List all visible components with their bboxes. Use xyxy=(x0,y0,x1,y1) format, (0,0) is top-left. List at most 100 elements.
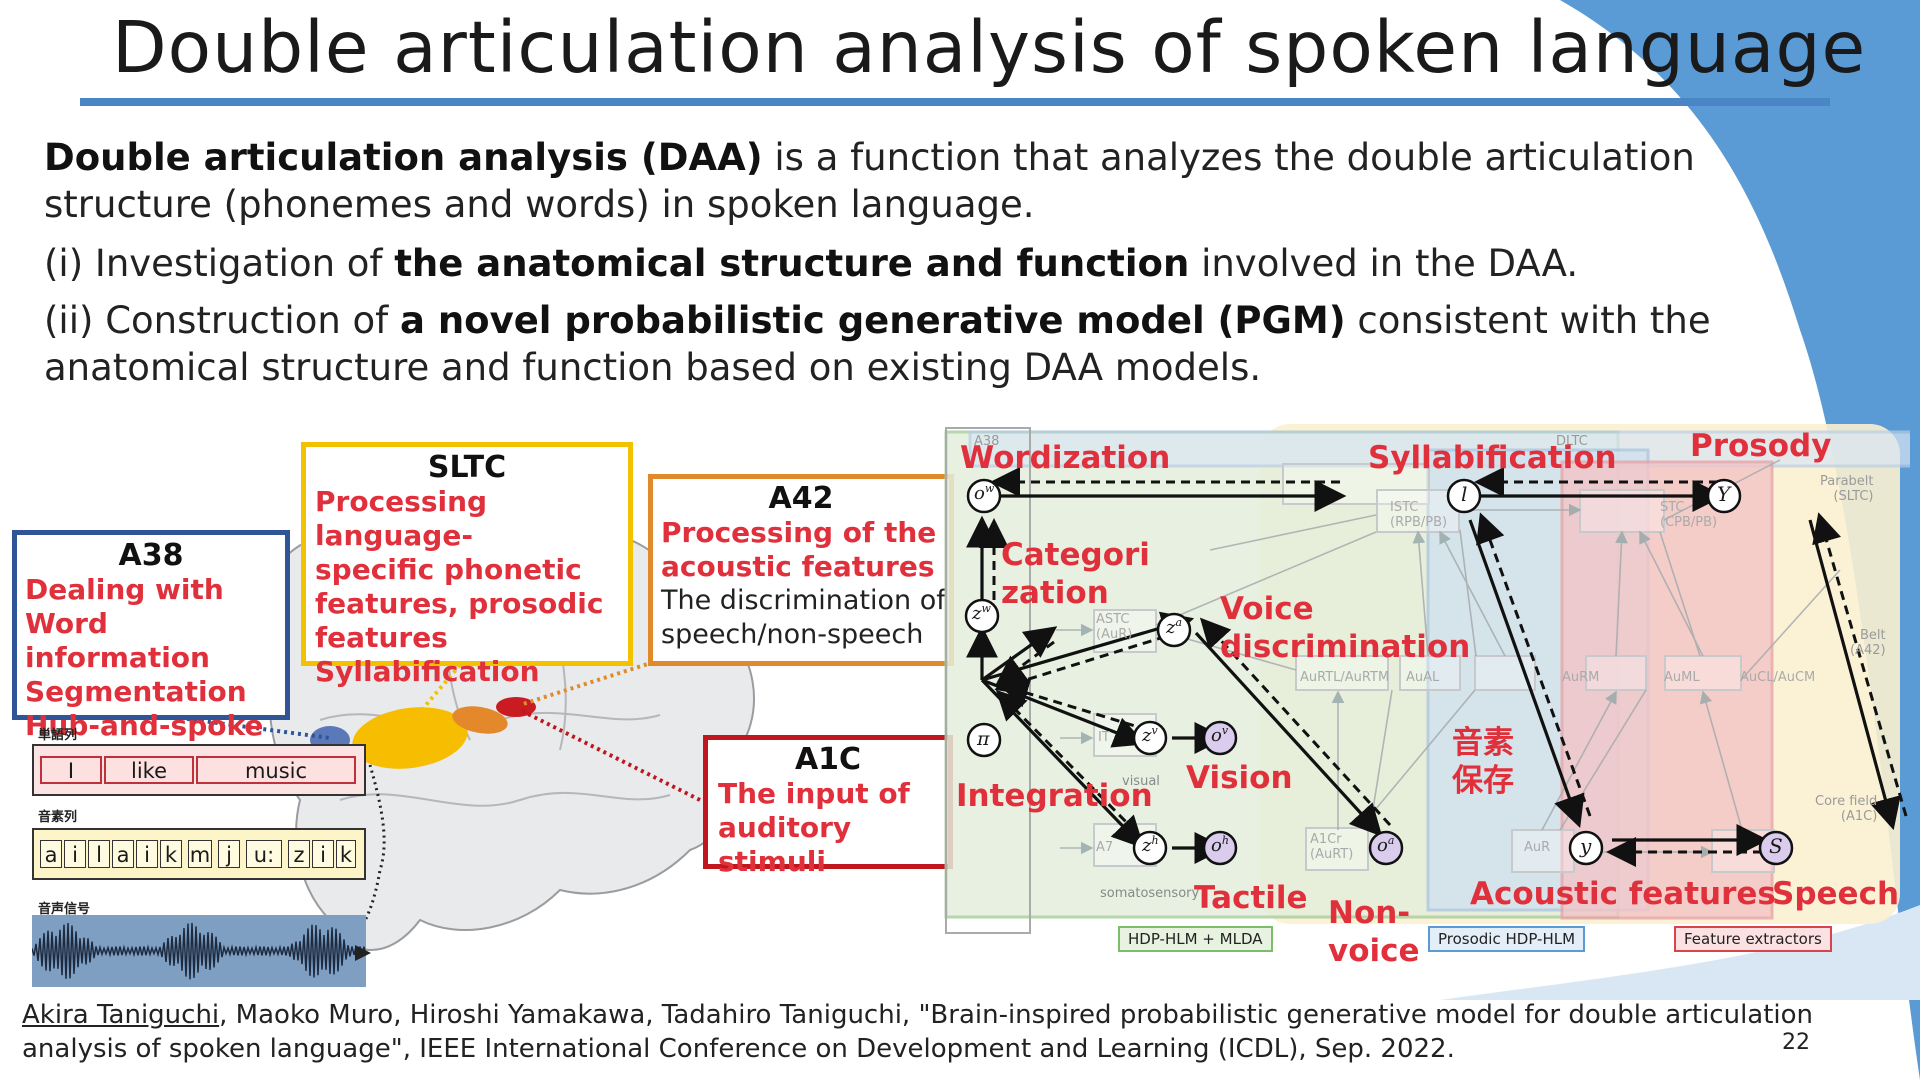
region-a42 xyxy=(452,706,508,734)
label-line: Categori xyxy=(1001,537,1150,573)
signal-arrow-icon xyxy=(355,945,371,961)
phoneme-cell: l xyxy=(88,840,110,868)
node-zh-label: zh xyxy=(1142,834,1159,856)
speech-waveform xyxy=(32,915,366,987)
objective-1-suffix: involved in the DAA. xyxy=(1189,242,1579,285)
phoneme-cell: a xyxy=(40,840,62,868)
a42-line: speech/non-speech xyxy=(661,619,924,650)
node-symbol: o xyxy=(974,483,985,504)
faint-label-line: (AuRT) xyxy=(1310,847,1354,862)
corner-swoosh xyxy=(1560,0,1920,1080)
node-superscript: w xyxy=(984,482,995,495)
faint-label-aurtl: AuRTL/AuRTM xyxy=(1300,670,1390,685)
box-sltc: SLTC Processing language- specific phone… xyxy=(301,442,633,688)
anatomy-box xyxy=(1399,655,1461,691)
anatomy-box xyxy=(1282,463,1430,505)
faint-label-line: Parabelt xyxy=(1820,474,1874,489)
objective-2-suffix: consistent with the anatomical structure… xyxy=(44,299,1711,389)
node-superscript: a xyxy=(1175,616,1183,629)
node-Y-label: Y xyxy=(1717,482,1731,506)
faint-label-visual: visual xyxy=(1122,774,1160,789)
box-a38: A38 Dealing with Word information Segmen… xyxy=(12,530,290,742)
faint-label-astc: ASTC(AuR) xyxy=(1096,612,1132,642)
node-oa xyxy=(1368,830,1404,866)
label-prosody: Prosody xyxy=(1690,428,1832,464)
daa-term: Double articulation analysis (DAA) xyxy=(44,136,763,179)
page-number: 22 xyxy=(1782,1030,1810,1055)
a38-description: Dealing with Word information Segmentati… xyxy=(17,573,285,743)
node-symbol: o xyxy=(1377,835,1388,856)
faint-label-line: Belt xyxy=(1859,628,1886,643)
a42-description: Processing of the acoustic features The … xyxy=(653,516,949,652)
phoneme-cell: m xyxy=(188,840,212,868)
phoneme-sequence-label: 音素列 xyxy=(38,810,78,825)
node-superscript: h xyxy=(1221,834,1229,847)
label-line: Non- xyxy=(1328,895,1411,931)
node-ov xyxy=(1202,720,1238,756)
sltc-title: SLTC xyxy=(427,450,507,485)
region-sltc xyxy=(352,707,468,769)
faint-label-somatosensory: somatosensory xyxy=(1100,886,1200,901)
brain-sulcus xyxy=(339,791,671,807)
waveform-trace xyxy=(32,922,366,980)
anatomical-connections xyxy=(1056,459,1841,859)
label-line: discrimination xyxy=(1220,629,1471,665)
node-zw xyxy=(964,598,1000,634)
node-zv-label: zv xyxy=(1142,724,1158,746)
node-zv xyxy=(1132,720,1168,756)
faint-label-aurm: AuRM xyxy=(1562,670,1600,685)
node-pi xyxy=(966,722,1002,758)
faint-label-line: STC xyxy=(1660,500,1685,515)
label-syllabification: Syllabification xyxy=(1368,440,1617,476)
objective-2-prefix: (ii) Construction of xyxy=(44,299,400,342)
label-line: 音素 xyxy=(1452,725,1514,761)
label-acoustic-features: Acoustic features xyxy=(1470,876,1776,912)
label-non-voice: Non-voice xyxy=(1328,894,1420,970)
node-za-label: za xyxy=(1166,616,1182,638)
faint-label-line: ISTC xyxy=(1390,500,1419,515)
phoneme-sequence: a i l a i k m j u: z i k xyxy=(32,828,366,880)
sltc-line: specific phonetic xyxy=(315,553,582,586)
speech-signal-label: 音声信号 xyxy=(38,902,91,917)
faint-label-line: (A1C) xyxy=(1840,809,1878,824)
sltc-line: features, prosodic xyxy=(315,587,604,620)
label-phoneme-storage: 音素保存 xyxy=(1452,724,1514,800)
generative-edges xyxy=(966,480,1901,864)
faint-label-line: (SLTC) xyxy=(1833,489,1874,504)
sltc-line: Syllabification xyxy=(315,655,540,688)
node-zh xyxy=(1132,830,1168,866)
phoneme-cell: j xyxy=(218,840,240,868)
node-S xyxy=(1758,830,1794,866)
node-l xyxy=(1446,478,1482,514)
label-line: zation xyxy=(1001,575,1109,611)
a38-line: Segmentation xyxy=(25,675,247,708)
faint-label-line: ASTC xyxy=(1096,612,1130,627)
faint-label-line: Core field xyxy=(1815,794,1878,809)
node-zw-label: zw xyxy=(972,602,991,624)
faint-label-aur: AuR xyxy=(1524,840,1551,855)
a38-line: Word information xyxy=(25,607,210,674)
faint-label-aucl: AuCL/AuCM xyxy=(1740,670,1816,685)
node-superscript: w xyxy=(981,602,991,615)
phoneme-cell: i xyxy=(64,840,86,868)
phoneme-cell: u: xyxy=(246,840,282,868)
faint-label-line: (CPB/PB) xyxy=(1660,515,1718,530)
node-y xyxy=(1568,830,1604,866)
node-superscript: a xyxy=(1387,834,1395,847)
anatomy-box xyxy=(1585,655,1647,691)
pgm-nodes xyxy=(964,478,1794,866)
word-cells: I like music xyxy=(40,756,356,784)
a1c-title: A1C xyxy=(794,742,862,777)
word-sequence: I like music xyxy=(32,744,366,796)
node-oh xyxy=(1202,830,1238,866)
title-underline xyxy=(80,98,1830,106)
faint-label-a38: A38 xyxy=(974,434,1000,449)
phoneme-cell: z xyxy=(288,840,310,868)
faint-label-a7: A7 xyxy=(1096,840,1114,855)
faint-label-stc: STC(CPB/PB) xyxy=(1660,500,1717,530)
node-oa-label: oa xyxy=(1377,834,1394,856)
phoneme-cell: i xyxy=(136,840,158,868)
node-S-label: S xyxy=(1769,834,1783,858)
node-Y xyxy=(1706,478,1742,514)
objective-2-bold: a novel probabilistic generative model (… xyxy=(399,299,1346,342)
